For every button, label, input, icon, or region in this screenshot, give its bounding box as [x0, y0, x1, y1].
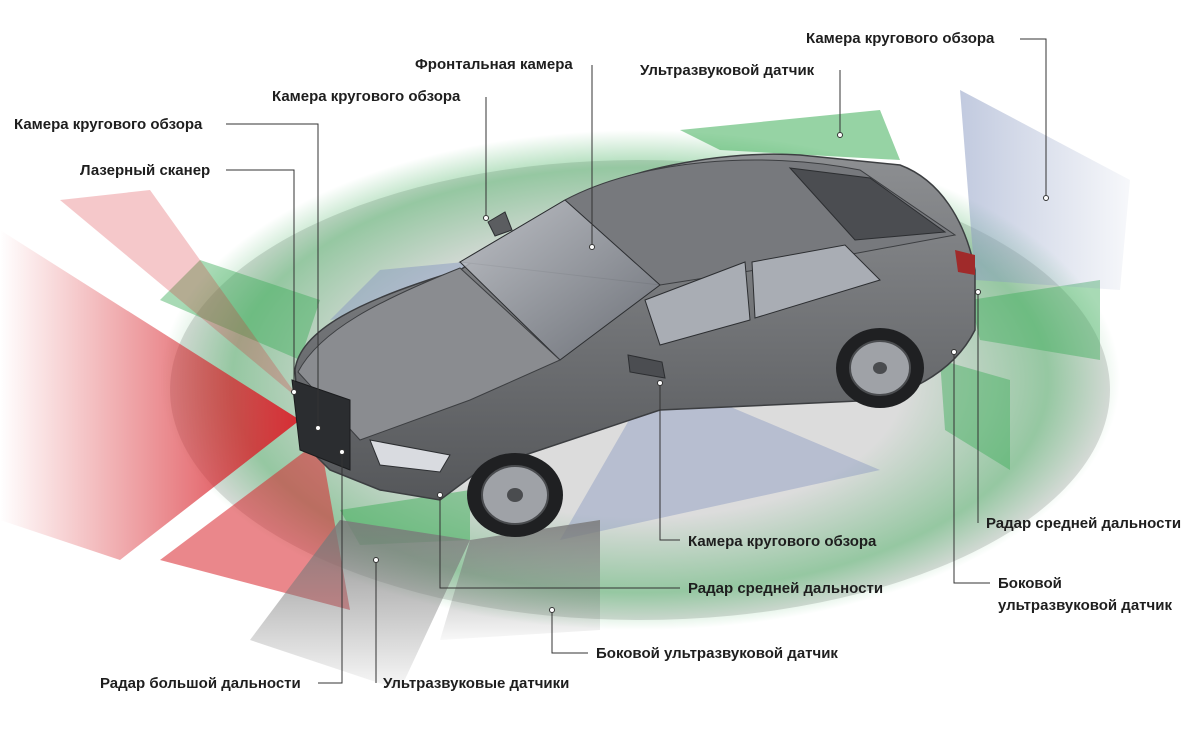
label-side-ultrasonic-rear-line1: Боковой: [998, 574, 1062, 593]
label-ultrasonic-sensor-top: Ультразвуковой датчик: [640, 61, 814, 80]
sensor-point-front-cam: [316, 426, 321, 431]
wheel-rear: [836, 328, 924, 408]
sensor-point-rear-camera: [1044, 196, 1049, 201]
sensor-point-mirror-right: [658, 381, 663, 386]
sensor-point-ultrasonic-top: [838, 133, 843, 138]
label-surround-camera-front: Камера кругового обзора: [14, 115, 202, 134]
label-ultrasonic-sensors: Ультразвуковые датчики: [383, 674, 569, 693]
wheel-front: [467, 453, 563, 537]
label-side-ultrasonic-front: Боковой ультразвуковой датчик: [596, 644, 838, 663]
sensor-point-long-radar: [340, 450, 345, 455]
label-mid-range-radar-rear: Радар средней дальности: [986, 514, 1181, 533]
label-surround-camera-mirror-left: Камера кругового обзора: [272, 87, 460, 106]
label-long-range-radar: Радар большой дальности: [100, 674, 301, 693]
sensor-point-radar-rear: [976, 290, 981, 295]
sensor-point-laser: [292, 390, 297, 395]
sensor-point-ultrasonic-front: [374, 558, 379, 563]
sensor-point-side-ultra-rear: [952, 350, 957, 355]
sensor-point-radar-front: [438, 493, 443, 498]
label-laser-scanner: Лазерный сканер: [80, 161, 210, 180]
camera-cone-rear: [960, 90, 1130, 290]
label-side-ultrasonic-rear-line2: ультразвуковой датчик: [998, 596, 1172, 615]
label-front-camera: Фронтальная камера: [415, 55, 573, 74]
label-mid-range-radar-front: Радар средней дальности: [688, 579, 883, 598]
label-surround-camera-mirror-right: Камера кругового обзора: [688, 532, 876, 551]
label-surround-camera-top-right: Камера кругового обзора: [806, 29, 994, 48]
sensor-point-side-ultra-front: [550, 608, 555, 613]
sensor-point-front-camera: [590, 245, 595, 250]
sensor-point-mirror-left: [484, 216, 489, 221]
